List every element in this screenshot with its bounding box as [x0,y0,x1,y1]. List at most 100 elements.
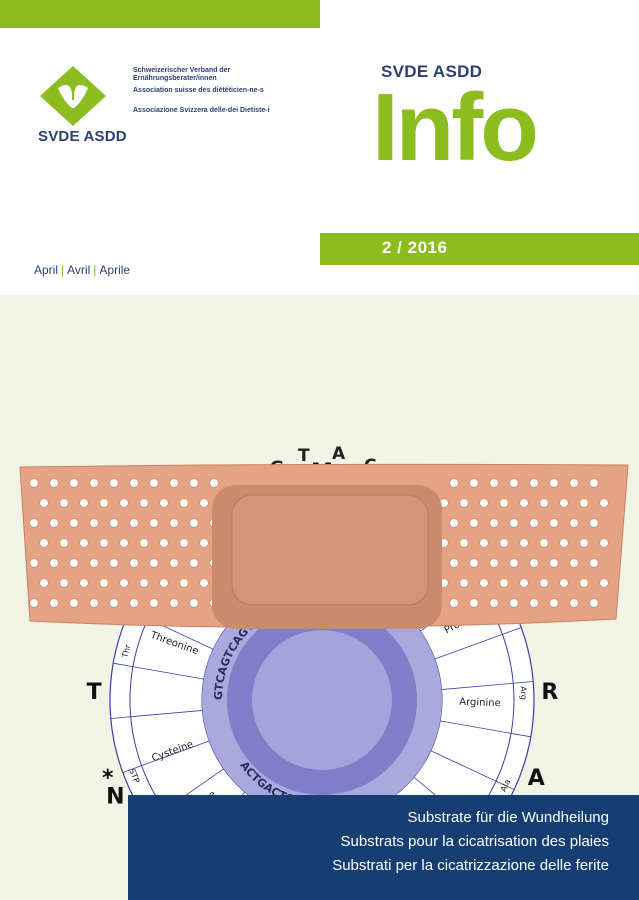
amino-letter: N [106,784,124,809]
plaster-hole [39,498,49,508]
plaster-hole [69,478,79,488]
plaster-hole [89,558,99,568]
plaster-hole [519,538,529,548]
plaster-hole [459,578,469,588]
plaster-hole [569,558,579,568]
association-fr: Association suisse des diététicien-ne-s [133,87,264,94]
plaster-hole [69,598,79,608]
plaster-hole [159,538,169,548]
plaster-hole [529,518,539,528]
plaster-hole [489,598,499,608]
plaster-hole [49,558,59,568]
plaster-hole [139,498,149,508]
plaster-hole [489,478,499,488]
plaster-hole [119,498,129,508]
issue-bar [320,233,639,265]
plaster-holes [29,478,609,608]
association-de: Schweizerischer Verband der Ernährungsbe… [133,67,231,82]
plaster-hole [469,598,479,608]
plaster-hole [549,478,559,488]
subtitle-fr: Substrats pour la cicatrisation des plai… [340,833,609,850]
plaster-hole [599,538,609,548]
plaster-hole [499,498,509,508]
plaster-hole [149,478,159,488]
plaster-hole [559,498,569,508]
subtitle-de: Substrate für die Wundheilung [407,809,609,826]
wheel-spoke [434,627,522,660]
plaster-hole [569,518,579,528]
plaster-hole [519,498,529,508]
plaster-hole [189,518,199,528]
plaster-hole [479,498,489,508]
plaster-hole [579,498,589,508]
plaster-hole [169,558,179,568]
plaster-hole [179,578,189,588]
plaster-hole [479,538,489,548]
plaster-hole [559,538,569,548]
plaster-hole [99,538,109,548]
plaster-hole [99,498,109,508]
plaster-hole [29,478,39,488]
brand-big-title: Info [372,74,539,181]
plaster-hole [139,578,149,588]
plaster-hole [169,478,179,488]
wheel-spoke [113,662,204,680]
month-de: April [34,263,59,277]
plaster-hole [469,518,479,528]
base-t: T [298,446,310,466]
plaster-hole [499,578,509,588]
logo-text: SVDE ASDD [38,128,127,145]
plaster-hole [49,518,59,528]
month-it: Aprile [99,263,131,277]
amino-name: Arginine [459,697,501,709]
svde-logo [38,64,108,136]
issue-months: April|Avril|Aprile [34,263,131,277]
plaster-hole [99,578,109,588]
wheel-spoke [441,681,534,690]
plaster-hole [489,518,499,528]
plaster-hole [129,478,139,488]
plaster-hole [39,538,49,548]
subtitle-it: Substrati per la cicatrizzazione delle f… [332,857,609,874]
adhesive-plaster [19,463,629,629]
plaster-hole [69,558,79,568]
plaster-hole [189,478,199,488]
plaster-hole [509,558,519,568]
plaster-hole [589,518,599,528]
plaster-hole [79,498,89,508]
plaster-hole [79,538,89,548]
plaster-hole [569,598,579,608]
plaster-hole [509,518,519,528]
amino-letter: * [102,766,114,791]
amino-letter: R [541,680,558,705]
plaster-hole [89,598,99,608]
plaster-hole [29,518,39,528]
plaster-hole [469,478,479,488]
plaster-hole [529,598,539,608]
logo-mark-icon [40,66,106,126]
plaster-hole [109,598,119,608]
plaster-hole [529,558,539,568]
base-a: A [332,444,346,464]
plaster-hole [79,578,89,588]
plaster-hole [209,478,219,488]
plaster-hole [599,498,609,508]
plaster-hole [539,578,549,588]
plaster-hole [599,578,609,588]
top-accent-bar [0,0,320,28]
plaster-hole [549,598,559,608]
plaster-hole [129,518,139,528]
plaster-hole [489,558,499,568]
plaster-hole [579,578,589,588]
plaster-hole [179,538,189,548]
plaster-hole [29,558,39,568]
plaster-hole [59,498,69,508]
plaster-hole [59,538,69,548]
plaster-hole [109,558,119,568]
plaster-hole [459,498,469,508]
plaster-hole [49,598,59,608]
plaster-hole [449,478,459,488]
plaster-hole [569,478,579,488]
wheel-center-disc [252,630,392,770]
footer-title-band: Substrate für die Wundheilung Substrats … [128,795,639,900]
